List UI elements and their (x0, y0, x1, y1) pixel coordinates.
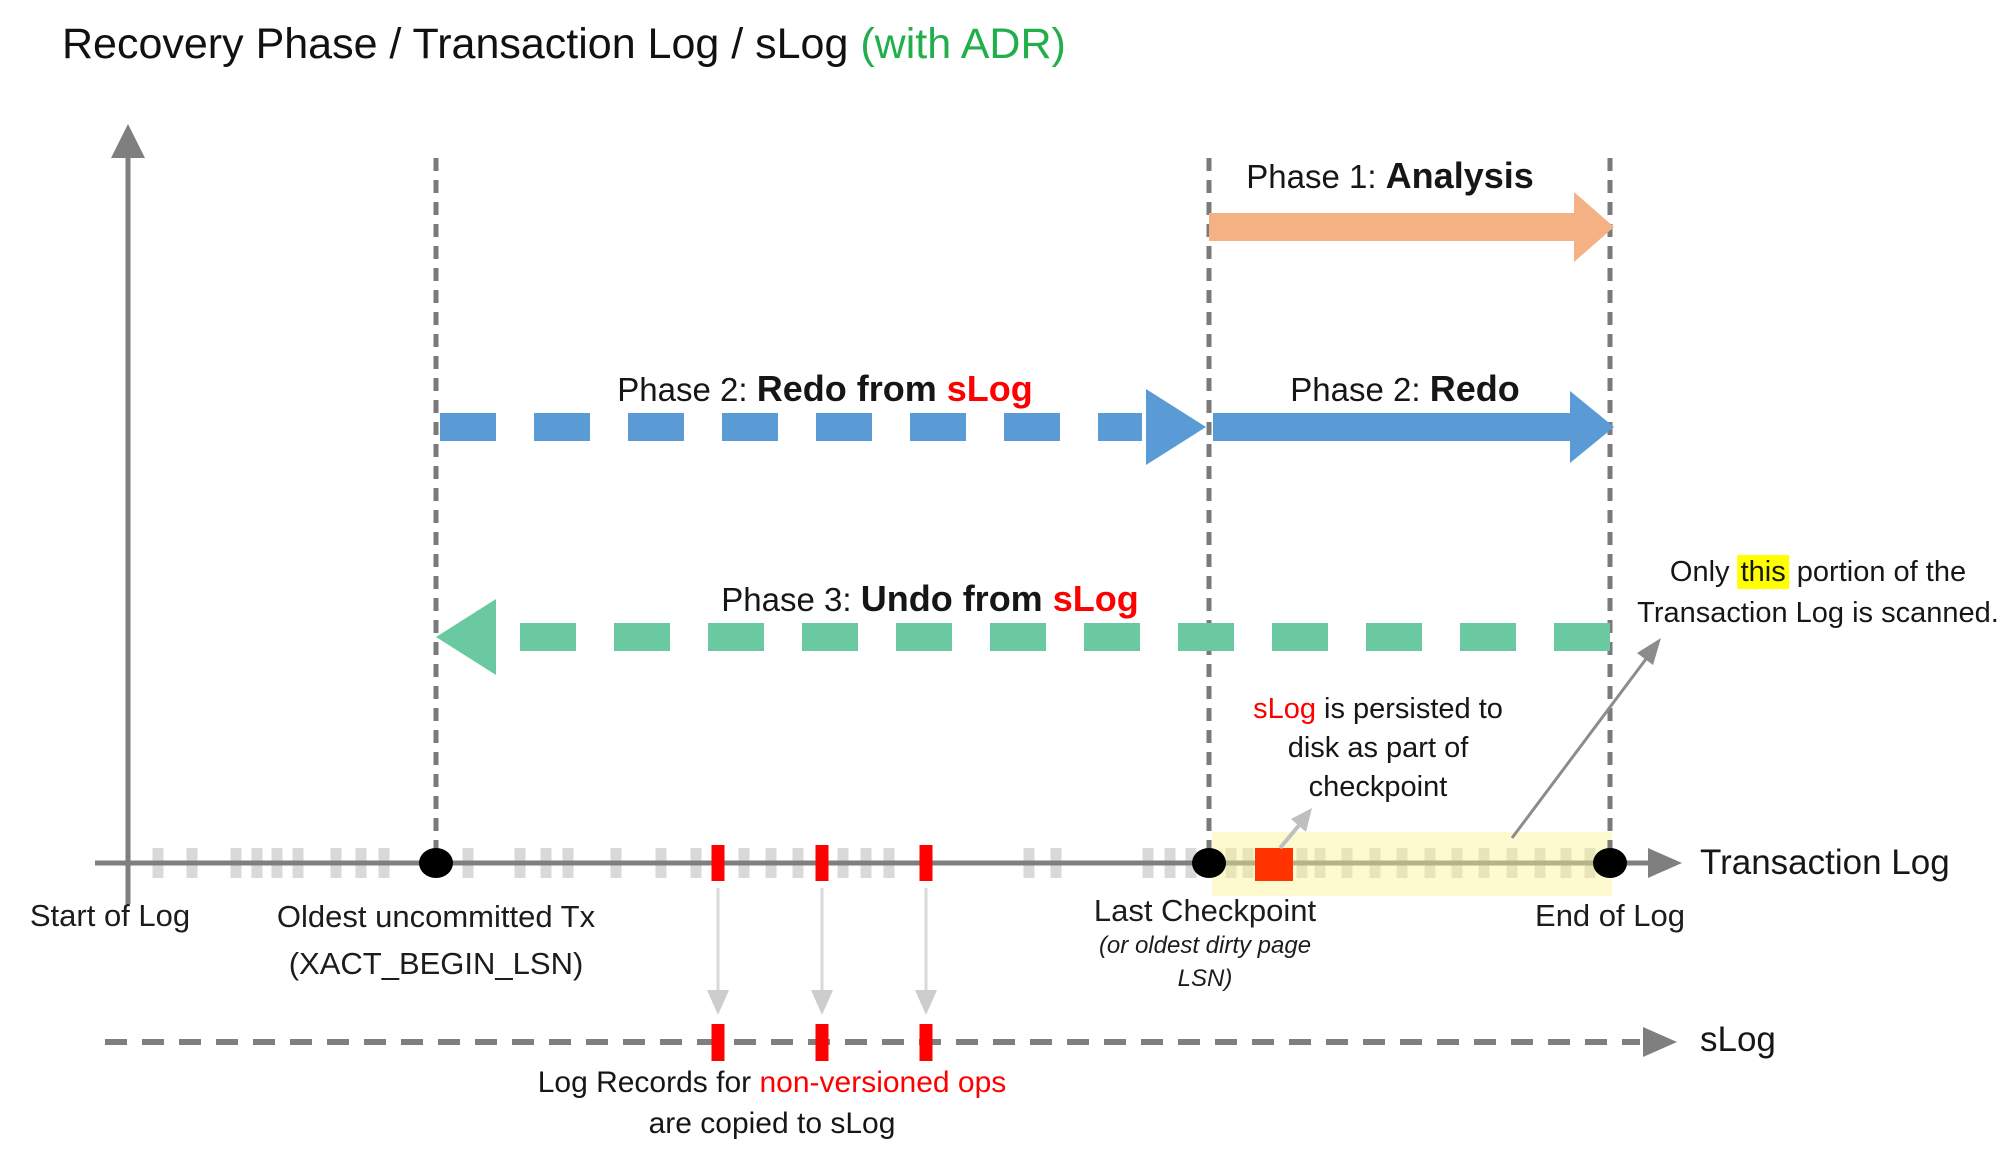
copy-note-red: non-versioned ops (759, 1066, 1007, 1099)
nonversioned-log-record-tick (815, 845, 829, 881)
phase2a-prefix: Phase 2: (617, 371, 757, 408)
slog-arrowhead-icon (1643, 1027, 1677, 1057)
scan-note-post: portion of the (1788, 556, 1967, 588)
phase2a-slog: sLog (946, 368, 1033, 409)
scan-note-line1: Only this portion of the (1637, 552, 1999, 593)
log-event-dot (1192, 848, 1226, 878)
last-checkpoint-label: Last Checkpoint (or oldest dirty page LS… (1094, 893, 1316, 995)
phase3-prefix: Phase 3: (721, 581, 861, 618)
phase3-name: Undo from (860, 578, 1053, 619)
persist-note-line3: checkpoint (1308, 771, 1448, 803)
log-event-dot-group (419, 848, 1627, 878)
copy-to-slog-arrowhead-icon (811, 990, 833, 1015)
slog-record-tick (711, 1024, 725, 1061)
oldest-tx-line1: Oldest uncommitted Tx (276, 899, 596, 934)
persist-note-rest: is persisted to (1315, 693, 1503, 725)
phase2b-name: Redo (1429, 368, 1520, 409)
slog-record-tick (815, 1024, 829, 1061)
copy-to-slog-arrowhead-icon (915, 990, 937, 1015)
phase1-arrowhead-icon (1574, 192, 1614, 262)
phase1-analysis-arrow (1209, 213, 1574, 241)
persist-note-pointer-arrowhead-icon (1291, 808, 1312, 832)
phase3-label: Phase 3: Undo from sLog (721, 578, 1138, 620)
oldest-tx-line2: (XACT_BEGIN_LSN) (288, 946, 584, 981)
persist-note-pointer-line (1278, 821, 1303, 850)
log-event-dot (419, 848, 453, 878)
persist-note-line1: sLog is persisted to (1253, 690, 1503, 729)
last-checkpoint-line2: (or oldest dirty page (1098, 932, 1312, 959)
phase2-dashed-arrowhead-icon (1146, 389, 1206, 465)
copy-note-line1: Log Records for non-versioned ops (538, 1062, 1007, 1103)
vertical-axis-arrowhead-icon (111, 124, 145, 158)
phase1-name: Analysis (1385, 155, 1534, 196)
persist-note: sLog is persisted to disk as part of che… (1253, 690, 1503, 807)
transaction-log-arrowhead-icon (1648, 848, 1682, 878)
phase3-slog: sLog (1052, 578, 1139, 619)
nonversioned-log-record-tick (919, 845, 933, 881)
copy-note: Log Records for non-versioned ops are co… (538, 1062, 1007, 1144)
persist-note-line2: disk as part of (1287, 732, 1469, 764)
scan-note: Only this portion of the Transaction Log… (1637, 552, 1999, 634)
slog-axis-label: sLog (1700, 1020, 1776, 1059)
phase2b-prefix: Phase 2: (1290, 371, 1430, 408)
start-of-log-label: Start of Log (29, 898, 191, 933)
scan-note-pre: Only (1669, 556, 1738, 588)
page-title-adr: (with ADR) (860, 20, 1066, 68)
phase2-solid-arrowhead-icon (1570, 391, 1614, 463)
phase1-prefix: Phase 1: (1246, 158, 1386, 195)
phase2-redo-label: Phase 2: Redo (1290, 368, 1519, 410)
log-event-dot (1593, 848, 1627, 878)
last-checkpoint-line1: Last Checkpoint (1093, 893, 1317, 928)
scan-note-pointer-arrowhead-icon (1637, 638, 1661, 665)
nonversioned-log-record-tick (711, 845, 725, 881)
scan-note-line2: Transaction Log is scanned. (1637, 597, 1999, 629)
phase3-arrowhead-icon (436, 599, 496, 675)
scan-note-pointer-line (1510, 658, 1648, 839)
scan-note-highlight: this (1737, 555, 1789, 589)
phase1-label: Phase 1: Analysis (1246, 155, 1534, 197)
end-of-log-label: End of Log (1535, 898, 1685, 933)
persist-note-slog: sLog (1253, 693, 1316, 725)
red-log-record-group (707, 845, 937, 1061)
last-checkpoint-line3: LSN) (1177, 965, 1233, 992)
phase2-redo-arrow (1213, 413, 1570, 441)
phase2a-name: Redo from (756, 368, 947, 409)
slog-persisted-square (1255, 848, 1293, 881)
oldest-tx-label: Oldest uncommitted Tx (XACT_BEGIN_LSN) (277, 893, 595, 987)
phase2-from-slog-label: Phase 2: Redo from sLog (617, 368, 1032, 410)
slog-record-tick (919, 1024, 933, 1061)
copy-to-slog-arrowhead-icon (707, 990, 729, 1015)
copy-note-line2: are copied to sLog (648, 1107, 896, 1140)
page-title: Recovery Phase / Transaction Log / sLog … (62, 20, 1066, 69)
transaction-log-axis-label: Transaction Log (1700, 843, 1950, 882)
page-title-main: Recovery Phase / Transaction Log / sLog (62, 20, 861, 68)
copy-note-pre: Log Records for (537, 1066, 760, 1099)
